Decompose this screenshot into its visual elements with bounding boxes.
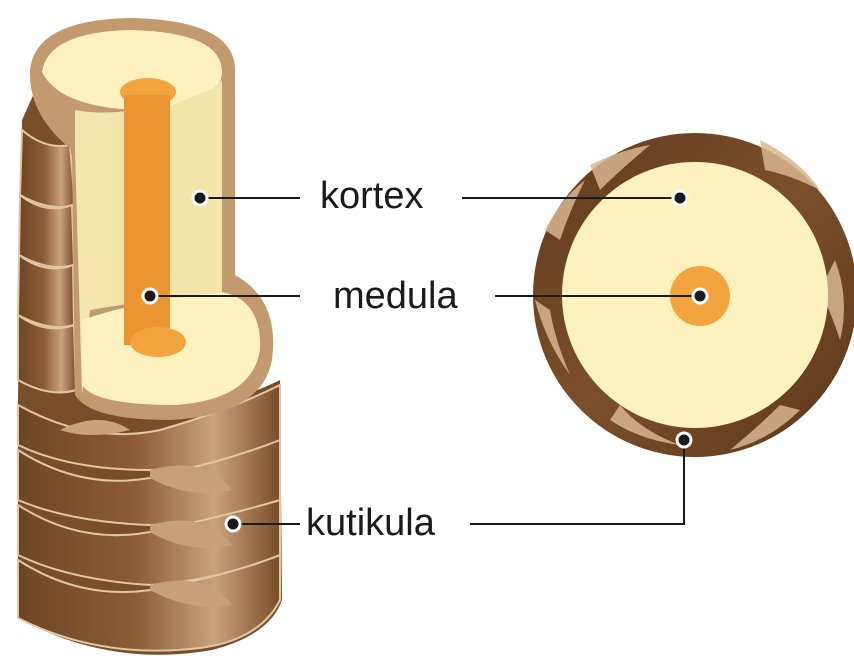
label-kortex: kortex [320,177,423,215]
kutikula-dot-section [677,433,691,447]
medulla-core [124,95,170,345]
medula-dot-section [693,289,707,303]
medula-dot-shaft [143,289,157,303]
kutikula-leader-right [470,442,684,524]
label-kutikula: kutikula [306,504,435,542]
kutikula-dot-shaft [226,517,240,531]
hair-shaft-3d [18,18,282,655]
kortex-dot-shaft [193,191,207,205]
medulla-bottom [130,327,186,357]
cuticle-scales-upper [18,130,76,392]
label-medula: medula [333,277,458,315]
kortex-dot-section [673,191,687,205]
